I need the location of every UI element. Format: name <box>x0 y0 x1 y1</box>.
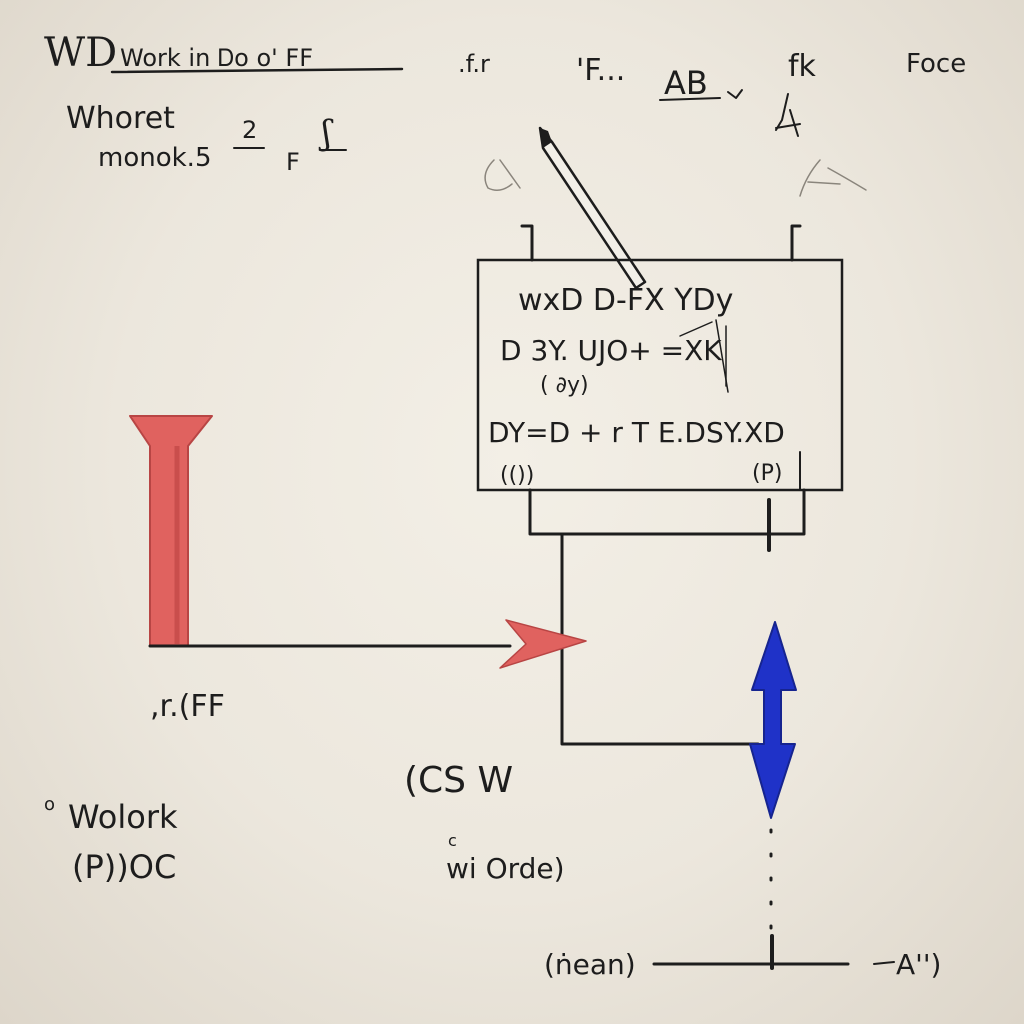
bottom-right-dash <box>873 961 895 965</box>
header-label-force: Foce <box>906 49 966 79</box>
box-equation-row2: D 3Y. UJO+ =XK <box>500 334 722 367</box>
box-equation-row5-right: (P) <box>752 461 782 486</box>
ab-underline <box>659 97 721 101</box>
blue-double-arrow-icon <box>749 621 797 819</box>
arrow-caption: ,r.(FF <box>150 689 225 724</box>
label-bottom-right: A'') <box>896 948 941 981</box>
box-terminal-right <box>790 224 802 262</box>
label-p-oc: (P))OC <box>72 848 176 886</box>
header-label-ab: AB <box>664 64 708 102</box>
note-glyph: ʃ <box>318 113 334 153</box>
note-fraction-top: 2 <box>242 116 257 144</box>
fk-scribble <box>775 93 801 137</box>
box-inner-stroke-slash <box>679 321 713 337</box>
note-whoret: Whoret <box>66 101 175 136</box>
label-cs-w: (CS W <box>404 760 513 801</box>
equation-box <box>476 258 844 492</box>
box-bottom-bracket <box>528 488 806 536</box>
red-force-bar <box>129 415 213 647</box>
title-rest: Work in Ꭰo o' FF <box>120 44 313 72</box>
header-label-fr: .f.r <box>458 50 490 78</box>
circuit-wire <box>560 532 760 746</box>
pencil-icon <box>538 126 647 290</box>
note-monok: monok.5 <box>98 143 211 173</box>
label-worde: wi Orde) <box>446 852 565 885</box>
label-wolork: Wolork <box>68 798 178 836</box>
header-label-fk: fk <box>788 49 817 84</box>
ghost-mark-left <box>484 159 521 191</box>
label-worde-small: c <box>448 831 457 850</box>
ghost-mark-right <box>799 159 867 197</box>
label-bottom-left: (ṅean) <box>544 948 636 981</box>
box-equation-row4: DY=D + r T E.DSY.XD <box>488 416 785 449</box>
force-arrow-head-icon <box>499 619 587 669</box>
box-equation-row5-left: (()) <box>500 463 534 488</box>
ab-tick-mark <box>727 89 743 99</box>
title-main: WD <box>44 30 117 76</box>
label-work-dot: o <box>44 794 55 815</box>
box-terminal-left <box>520 224 534 262</box>
box-equation-row1: wxD D-FX YDy <box>518 283 733 318</box>
box-equation-row3: ( ∂y) <box>540 373 589 398</box>
title-underline <box>110 67 404 74</box>
note-fraction-f: F <box>286 148 300 176</box>
header-label-f: 'F... <box>576 53 625 88</box>
